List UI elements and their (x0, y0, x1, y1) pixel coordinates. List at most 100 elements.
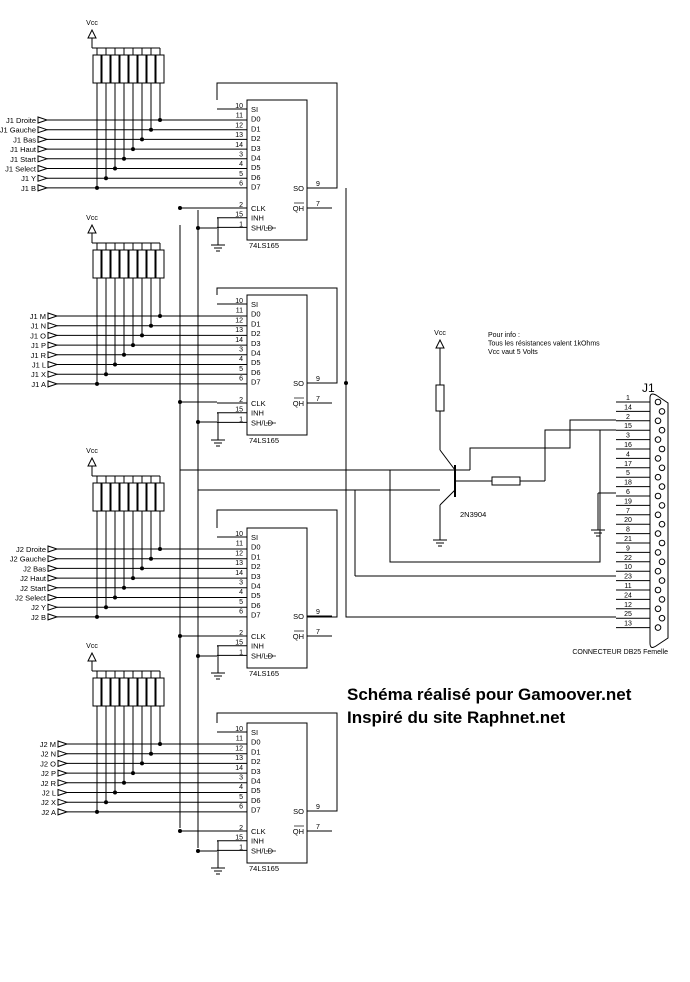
input-port-icon (47, 564, 59, 573)
transistor-collector (439, 449, 456, 471)
junction-dot (140, 333, 144, 338)
connector-pin-icon (658, 596, 666, 603)
pin-number: 10 (235, 103, 243, 110)
input-port-icon (37, 174, 49, 182)
input-label: J1 Haut (10, 145, 37, 154)
input-label: J2 N (41, 750, 56, 759)
junction-dot (122, 156, 126, 161)
pin-name: CLK (251, 632, 266, 641)
connector-pin-icon (658, 408, 666, 415)
connector-pin-number: 9 (626, 545, 630, 552)
connector-pin-icon (654, 530, 662, 537)
input-port-icon (57, 779, 69, 787)
pin-number: 4 (239, 356, 243, 363)
pin-name: SI (251, 105, 258, 114)
junction-dot (149, 323, 153, 328)
db25-connector-icon (649, 393, 669, 648)
junction-dot (95, 614, 99, 619)
pin-number: 13 (235, 755, 243, 762)
pin-number: 13 (235, 132, 243, 139)
junction-dot (196, 849, 200, 853)
chip-label: 74LS165 (249, 241, 279, 250)
pin-number: 5 (239, 794, 243, 801)
pin-number: 14 (235, 570, 243, 577)
pin-number: 3 (239, 580, 243, 587)
junction-dot (149, 751, 153, 756)
junction-dot (178, 400, 182, 404)
pin-name: QH (293, 827, 304, 836)
connector-pin-icon (658, 558, 666, 566)
resistor (119, 249, 129, 279)
pin-number: 5 (239, 599, 243, 606)
connector-pin-number: 6 (626, 489, 630, 496)
vcc-arrow-icon (87, 223, 97, 234)
pin-name: D2 (251, 329, 261, 338)
wires (47, 38, 650, 869)
pin-name: D0 (251, 115, 261, 124)
connector-pin-icon (654, 624, 662, 631)
connector-pin-icon (654, 417, 662, 425)
junction-dot (131, 343, 135, 348)
vcc-arrow-icon (87, 456, 97, 467)
pin-number: 6 (239, 804, 243, 811)
junction-dot (158, 314, 162, 318)
pin-name: D1 (251, 552, 261, 561)
resistor (128, 482, 138, 512)
chip-body (246, 294, 308, 436)
info-note-line: Tous les résistances valent 1kOhms (488, 341, 600, 348)
pin-name: SI (251, 300, 258, 309)
resistor (128, 249, 138, 279)
input-label: J2 O (40, 759, 56, 768)
chip-label: 74LS165 (249, 436, 279, 445)
connector-label: J1 (642, 381, 655, 395)
pin-number: 10 (235, 726, 243, 733)
input-label: J1 B (21, 184, 36, 193)
pin-number: 11 (236, 736, 243, 743)
input-label: J2 Start (20, 584, 47, 593)
input-label: J1 Droite (6, 116, 36, 125)
pin-name: D3 (251, 572, 261, 581)
connector-pin-icon (658, 520, 666, 528)
pin-name: D7 (251, 611, 261, 620)
input-port-icon (37, 164, 49, 173)
connector-pin-number: 8 (626, 527, 630, 534)
pin-name: D0 (251, 543, 261, 552)
pin-name: D4 (251, 154, 261, 163)
input-port-icon (47, 584, 59, 592)
input-label: J2 R (41, 779, 57, 788)
resistor (119, 54, 129, 84)
vcc-arrow-icon (87, 28, 97, 39)
pin-number: 3 (239, 775, 243, 782)
resistor (92, 249, 102, 279)
pin-name: D3 (251, 339, 261, 348)
pin-name: D6 (251, 173, 261, 182)
resistor (110, 482, 120, 512)
pin-name: SO (293, 612, 304, 621)
junction-dot (149, 556, 153, 561)
junction-dot (344, 381, 348, 385)
input-label: J2 X (41, 798, 56, 807)
input-port-icon (47, 360, 59, 369)
pin-number: 4 (239, 589, 243, 596)
connector-pin-icon (654, 567, 662, 575)
pin-number: 5 (239, 171, 243, 178)
pin-number: 6 (239, 181, 243, 188)
connector-pin-icon (654, 586, 662, 594)
junction-dot (104, 372, 108, 377)
chain-wire (216, 712, 338, 812)
junction-dot (140, 761, 144, 766)
resistor (155, 677, 165, 707)
pin-number: 11 (236, 541, 243, 548)
pin-number: 2 (239, 630, 243, 637)
chain-wire (216, 509, 338, 618)
connector-pin-number: 16 (624, 442, 632, 449)
pin-number: 3 (239, 152, 243, 159)
pin-name: CLK (251, 204, 266, 213)
pin-number: 1 (239, 221, 243, 228)
connector-pin-icon (658, 577, 666, 584)
pin-number: 12 (235, 317, 243, 324)
connector-pin-icon (658, 502, 666, 509)
transistor-label: 2N3904 (460, 510, 486, 519)
pin-name: SH/LD (251, 651, 274, 660)
junction-dot (158, 742, 162, 746)
